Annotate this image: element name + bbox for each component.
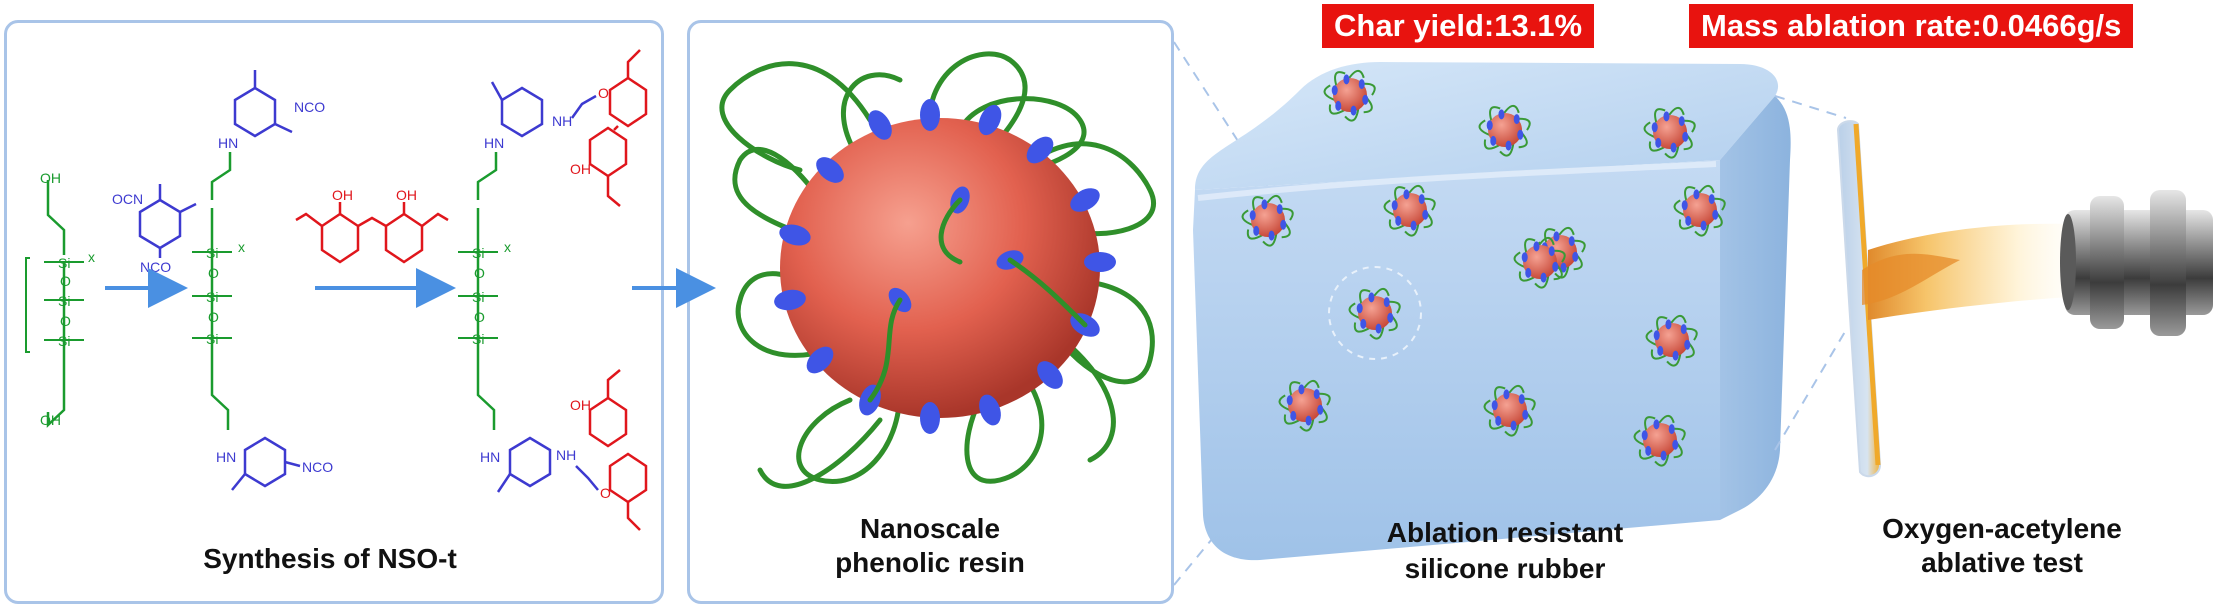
mini-resin-particle [1645, 314, 1698, 367]
o-label: O [600, 485, 611, 501]
oh-label: OH [332, 187, 353, 203]
nco-terminated-intermediate: NCO HN Si O Si O Si x HN NCO [192, 70, 333, 491]
si-label: Si [472, 289, 484, 305]
mini-resin-particle [1383, 184, 1436, 237]
mini-resin-particle [1483, 384, 1536, 437]
oh-label: OH [40, 412, 61, 428]
oxygen-acetylene-flame [1862, 223, 2100, 320]
mini-resin-particle [1278, 379, 1331, 432]
ocn-label: OCN [112, 191, 143, 207]
nanoscale-phenolic-resin-particle [719, 51, 1156, 489]
mini-resin-particle [1673, 184, 1726, 237]
si-label: Si [472, 245, 484, 261]
x-subscript: x [88, 249, 95, 265]
oh-label: OH [570, 397, 591, 413]
o-label: O [208, 309, 219, 325]
synthesis-caption: Synthesis of NSO-t [203, 543, 457, 574]
si-label: Si [206, 245, 218, 261]
oh-label: OH [570, 161, 591, 177]
nco-label: NCO [302, 459, 333, 475]
embedded-resin-particles [1241, 69, 1726, 467]
mini-resin-particle [1348, 287, 1401, 340]
si-label: Si [206, 289, 218, 305]
si-label: Si [58, 293, 70, 309]
mini-resin-particle [1241, 194, 1294, 247]
zoom-line-right-bottom [1774, 329, 1847, 451]
si-label: Si [206, 331, 218, 347]
x-subscript: x [504, 239, 511, 255]
si-label: Si [472, 331, 484, 347]
nco-label: NCO [294, 99, 325, 115]
diphenol-reagent: OH OH [295, 187, 449, 264]
mini-resin-particle [1323, 69, 1376, 122]
si-label: Si [58, 333, 70, 349]
nso-t-product: HN NH O OH Si O Si O Si x HN NH O OH [458, 49, 648, 531]
mini-resin-particle [1513, 236, 1566, 289]
zoom-line-right-top [1774, 95, 1847, 119]
rubber-caption-line2: silicone rubber [1404, 553, 1606, 584]
o-label: O [208, 265, 219, 281]
hn-label: HN [484, 135, 504, 151]
oh-label: OH [40, 170, 61, 186]
mini-resin-particle [1633, 414, 1686, 467]
o-label: O [474, 265, 485, 281]
siloxane-precursor: OH Si O Si O Si x OH [25, 170, 95, 428]
mini-resin-particle [1643, 106, 1696, 159]
hn-label: HN [480, 449, 500, 465]
o-label: O [598, 85, 609, 101]
o-label: O [60, 313, 71, 329]
test-caption-line2: ablative test [1921, 547, 2083, 578]
mini-resin-particle [1478, 104, 1531, 157]
oh-label: OH [396, 187, 417, 203]
nh-label: NH [552, 113, 572, 129]
diisocyanate-reagent: OCN NCO [112, 184, 197, 275]
resin-caption-line2: phenolic resin [835, 547, 1025, 578]
x-subscript: x [238, 239, 245, 255]
nh-label: NH [556, 447, 576, 463]
torch-nozzle [2060, 190, 2213, 336]
si-label: Si [58, 255, 70, 271]
hn-label: HN [216, 449, 236, 465]
o-label: O [60, 273, 71, 289]
synthesis-panel [4, 20, 664, 604]
mass-ablation-rate-badge: Mass ablation rate:0.0466g/s [1689, 4, 2134, 48]
hn-label: HN [218, 135, 238, 151]
o-label: O [474, 309, 485, 325]
rubber-caption-line1: Ablation resistant [1386, 517, 1624, 548]
resin-caption-line1: Nanoscale [859, 513, 1001, 544]
nco-label: NCO [140, 259, 171, 275]
test-caption-line1: Oxygen-acetylene [1882, 513, 2122, 544]
char-yield-badge: Char yield:13.1% [1322, 4, 1595, 48]
